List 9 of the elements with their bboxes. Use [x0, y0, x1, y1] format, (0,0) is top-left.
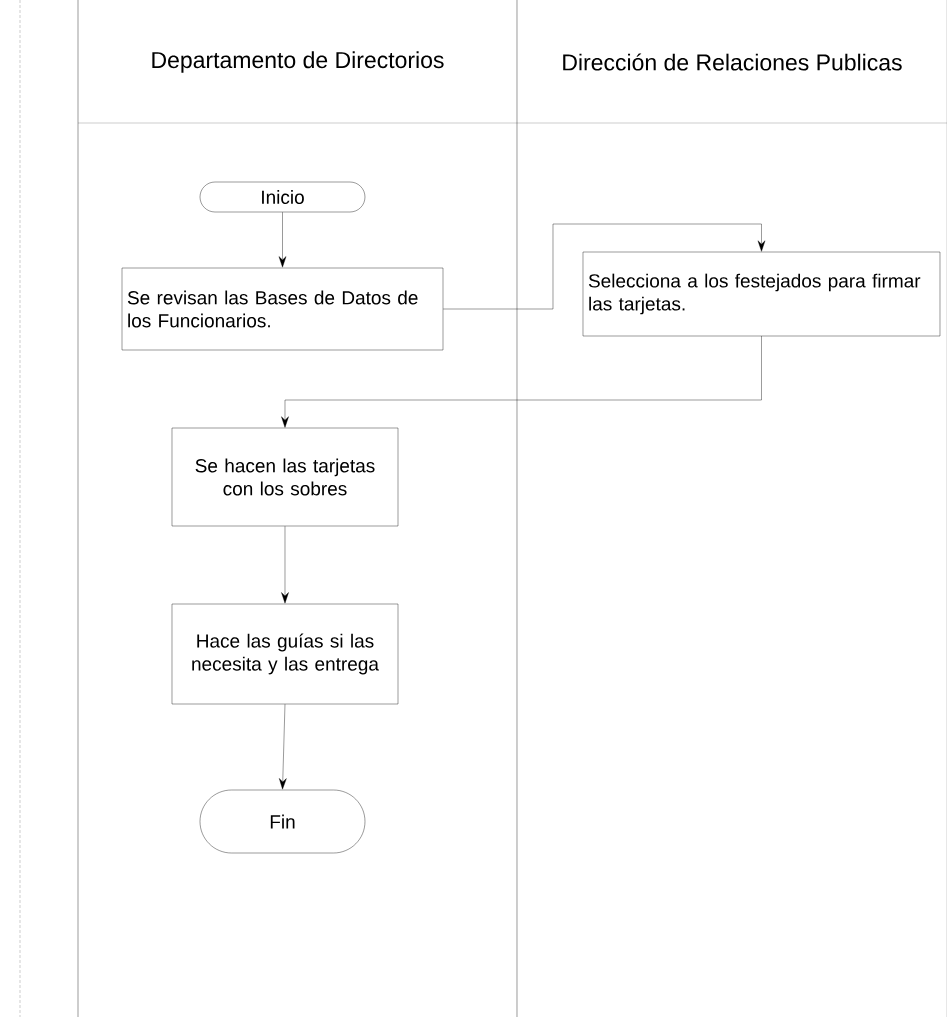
arrow [443, 223, 766, 310]
process-box: Se revisan las Bases de Datos de los Funcionarios. [121, 267, 444, 351]
process-box: Selecciona a los festejados para firmar las tarjetas. [582, 251, 941, 337]
process-box: Se hacen las tarjetas con los sobres [171, 427, 399, 527]
process-box: Hace las guías si las necesita y las entrega [171, 603, 399, 705]
arrow [279, 704, 287, 790]
arrow [281, 335, 762, 428]
arrow [278, 212, 287, 268]
arrow [281, 526, 289, 604]
